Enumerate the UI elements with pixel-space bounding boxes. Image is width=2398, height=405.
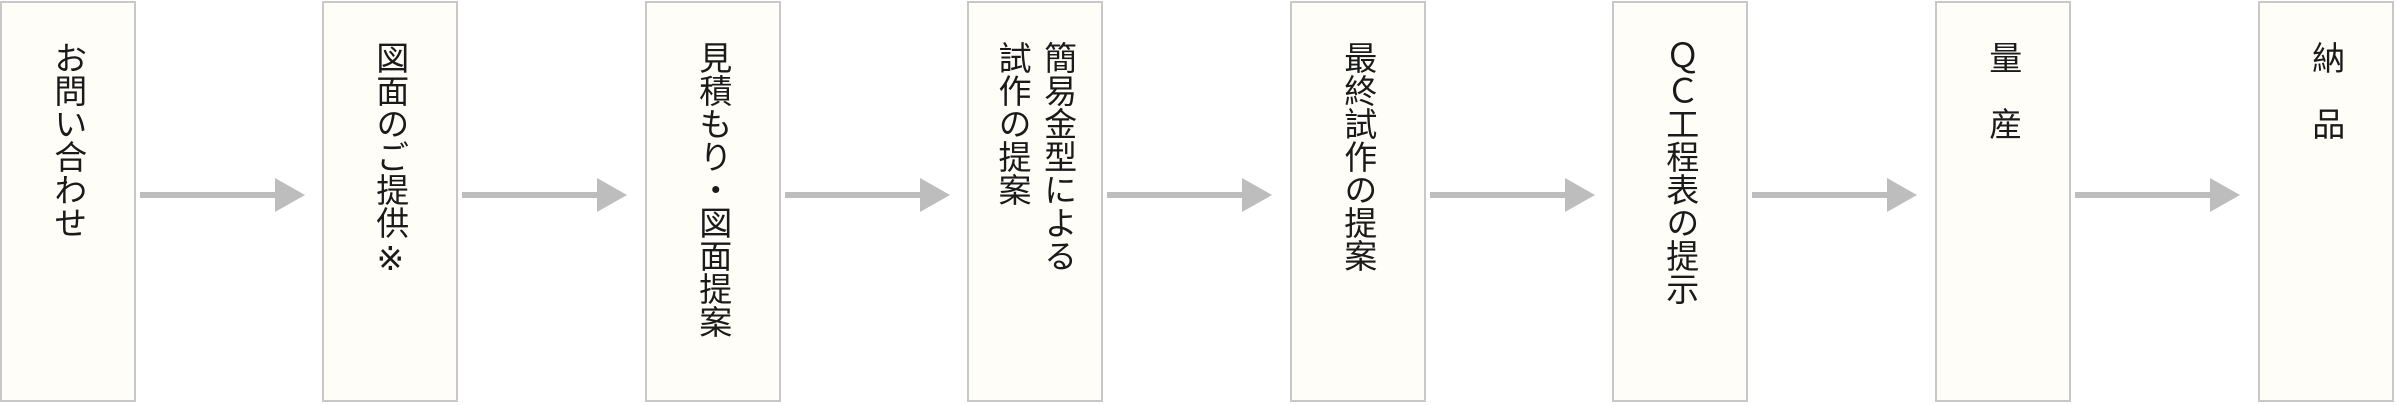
step-final-prototype: 最終試作の提案: [1290, 1, 1426, 402]
arrow-head: [920, 178, 950, 212]
step-line: 簡易金型による: [1038, 41, 1078, 272]
arrow-right-icon: [785, 178, 950, 212]
arrow-right-icon: [462, 178, 627, 212]
arrow-right-icon: [2075, 178, 2240, 212]
step-inquiry: お問い合わせ: [0, 1, 136, 402]
arrow-right-icon: [1752, 178, 1917, 212]
arrow-head: [2210, 178, 2240, 212]
arrow-head: [1887, 178, 1917, 212]
step-estimate-proposal: 見積もり・図面提案: [645, 1, 781, 402]
arrow-right-icon: [1107, 178, 1272, 212]
step-label: 図面のご提供※: [324, 41, 456, 278]
step-label: 簡易金型による 試作の提案: [969, 41, 1101, 272]
step-line: 見積もり・図面提案: [693, 41, 733, 338]
step-label: 量 産: [1937, 41, 2069, 140]
step-label: お問い合わせ: [2, 41, 134, 239]
step-label: 最終試作の提案: [1292, 41, 1424, 272]
step-line: お問い合わせ: [48, 41, 88, 239]
arrow-right-icon: [140, 178, 305, 212]
step-line: 納 品: [2306, 41, 2346, 140]
step-line: 最終試作の提案: [1338, 41, 1378, 272]
arrow-head: [1242, 178, 1272, 212]
step-line: 試作の提案: [993, 41, 1032, 206]
step-line: 量 産: [1983, 41, 2023, 140]
arrow-shaft: [1752, 192, 1892, 198]
step-label: 見積もり・図面提案: [647, 41, 779, 338]
arrow-head: [275, 178, 305, 212]
step-drawing-provision: 図面のご提供※: [322, 1, 458, 402]
step-qc-process-chart: ＱＣ工程表の提示: [1612, 1, 1748, 402]
arrow-head: [1565, 178, 1595, 212]
step-delivery: 納 品: [2258, 1, 2394, 402]
step-label: ＱＣ工程表の提示: [1614, 41, 1746, 305]
arrow-shaft: [785, 192, 925, 198]
step-mass-production: 量 産: [1935, 1, 2071, 402]
arrow-shaft: [2075, 192, 2215, 198]
arrow-right-icon: [1430, 178, 1595, 212]
arrow-shaft: [462, 192, 602, 198]
step-simple-mold-prototype: 簡易金型による 試作の提案: [967, 1, 1103, 402]
arrow-shaft: [1107, 192, 1247, 198]
arrow-shaft: [140, 192, 280, 198]
arrow-shaft: [1430, 192, 1570, 198]
step-label: 納 品: [2260, 41, 2392, 140]
arrow-head: [597, 178, 627, 212]
step-line: 図面のご提供※: [370, 41, 410, 278]
step-line: ＱＣ工程表の提示: [1660, 41, 1700, 305]
